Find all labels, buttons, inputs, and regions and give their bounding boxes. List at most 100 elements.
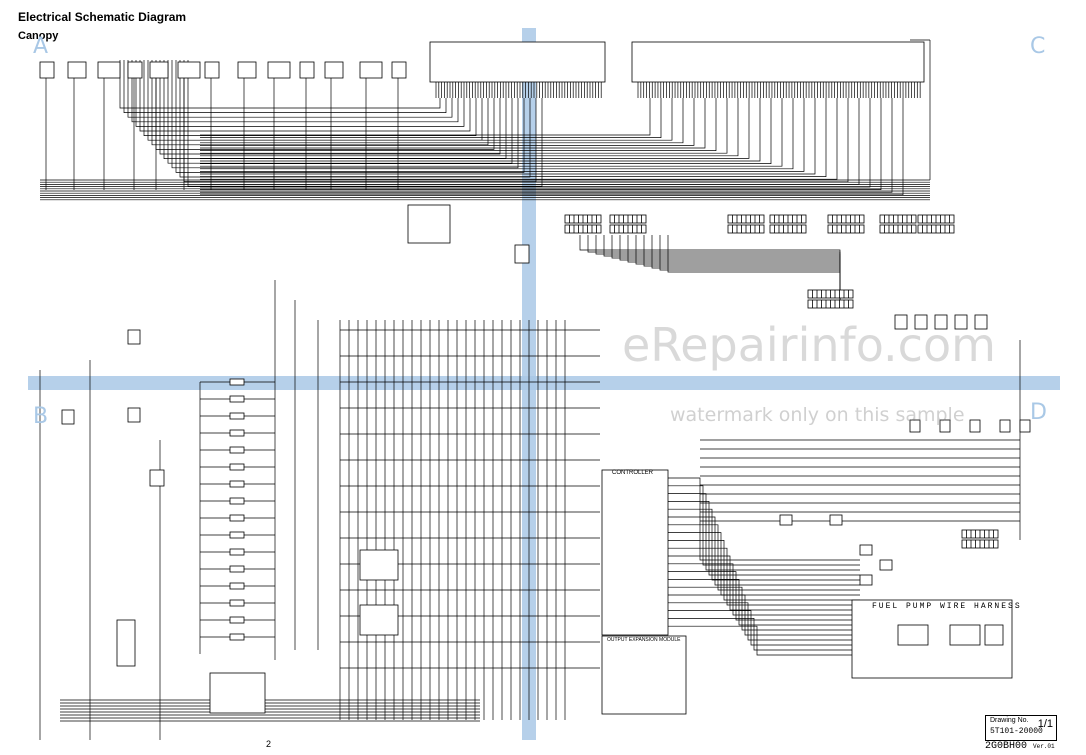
- wire: [200, 98, 761, 162]
- fuse: [229, 599, 245, 607]
- relay: [914, 314, 928, 330]
- drawing-code: 2G0BH00 Ver.01: [985, 741, 1055, 752]
- wire: [151, 60, 489, 146]
- wire: [200, 98, 739, 157]
- wire: [619, 235, 841, 300]
- fuse: [229, 582, 245, 590]
- wire: [200, 98, 805, 172]
- wire: [579, 235, 841, 300]
- top-connector: [39, 61, 55, 79]
- controller-block: [601, 469, 669, 636]
- wire: [668, 571, 860, 621]
- top-connector: [359, 61, 383, 79]
- switch: [999, 419, 1011, 433]
- zone-b-marker: B: [33, 404, 49, 429]
- wire: [187, 60, 543, 187]
- wire: [200, 98, 772, 164]
- wire: [200, 98, 651, 136]
- switch: [909, 419, 921, 433]
- wire: [171, 60, 519, 169]
- control-module: [359, 549, 399, 581]
- wire: [200, 98, 783, 167]
- fuse: [229, 531, 245, 539]
- zone-c-marker: C: [1030, 34, 1046, 59]
- wire: [668, 625, 860, 656]
- wire: [200, 98, 904, 196]
- wire: [200, 98, 684, 144]
- drawing-code-value: 2G0BH00: [985, 741, 1028, 752]
- key-switch: [116, 619, 136, 667]
- wire: [200, 98, 662, 138]
- top-connector: [67, 61, 87, 79]
- fuse: [229, 548, 245, 556]
- fuse: [229, 565, 245, 573]
- relay: [61, 409, 75, 425]
- fuse: [229, 429, 245, 437]
- controller-label: CONTROLLER: [612, 470, 654, 476]
- wire: [200, 98, 871, 188]
- fuse: [229, 446, 245, 454]
- relay: [127, 407, 141, 423]
- wire: [668, 508, 860, 581]
- wire: [200, 98, 838, 180]
- wire: [668, 618, 860, 651]
- top-connector: [299, 61, 315, 79]
- wire: [200, 98, 673, 141]
- wire: [668, 602, 860, 641]
- connector: [829, 514, 843, 526]
- top-connector: [237, 61, 257, 79]
- wire: [668, 563, 860, 616]
- wire: [668, 477, 860, 561]
- connector: [859, 544, 873, 556]
- fuse: [229, 480, 245, 488]
- wire: [200, 98, 717, 151]
- switch: [969, 419, 981, 433]
- wire: [668, 579, 860, 626]
- wire: [119, 60, 441, 109]
- wire: [603, 235, 841, 300]
- wire: [668, 493, 860, 571]
- wire: [167, 60, 513, 164]
- ecu-connector-1: [429, 41, 606, 83]
- connector: [859, 574, 873, 586]
- fuse: [229, 412, 245, 420]
- fuel-pump-connector: [897, 624, 929, 646]
- fuse: [229, 514, 245, 522]
- section-subtitle: Canopy: [18, 30, 59, 42]
- fuse: [229, 395, 245, 403]
- wire: [200, 98, 816, 175]
- drawing-number-value: 5T101-20000: [990, 727, 1043, 736]
- wire: [123, 60, 447, 113]
- wire: [131, 60, 459, 123]
- fuse: [229, 378, 245, 386]
- wire: [200, 98, 827, 177]
- wire: [668, 594, 860, 636]
- output-expansion-label: OUTPUT EXPANSION MODULE: [607, 637, 681, 643]
- top-connector: [204, 61, 220, 79]
- fuse: [229, 497, 245, 505]
- connector: [779, 514, 793, 526]
- wire: [668, 485, 860, 566]
- relay: [974, 314, 988, 330]
- wire: [668, 540, 860, 601]
- wire: [135, 60, 465, 127]
- drawing-code-version: Ver.01: [1033, 743, 1055, 750]
- top-connector: [267, 61, 291, 79]
- drawing-number-block: Drawing No. 5T101-20000 1/1: [985, 715, 1057, 741]
- wire: [668, 501, 860, 576]
- zone-d-marker: D: [1030, 400, 1047, 425]
- wire: [611, 235, 841, 300]
- wire: [200, 98, 695, 146]
- wire: [200, 98, 706, 149]
- control-module: [359, 604, 399, 636]
- watermark-notice: watermark only on this sample: [670, 404, 965, 426]
- wire: [200, 98, 893, 193]
- relay: [954, 314, 968, 330]
- relay: [934, 314, 948, 330]
- wire: [200, 98, 882, 190]
- zone-a-marker: A: [33, 34, 49, 59]
- relay: [127, 329, 141, 345]
- fuse: [229, 616, 245, 624]
